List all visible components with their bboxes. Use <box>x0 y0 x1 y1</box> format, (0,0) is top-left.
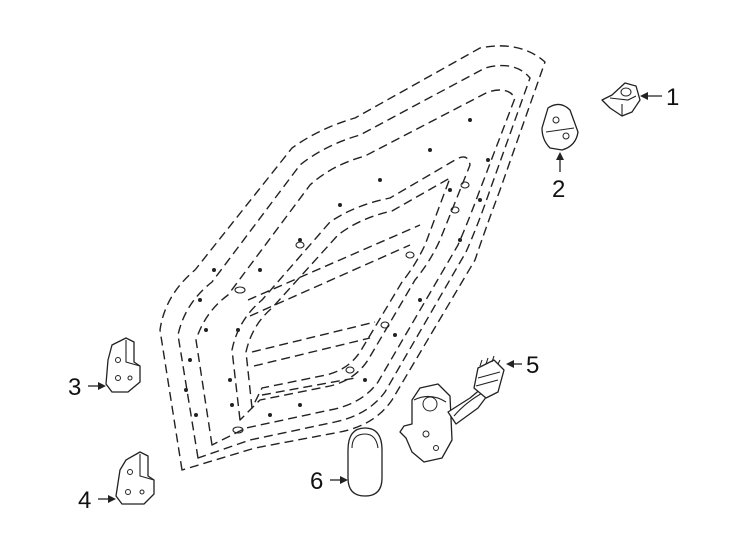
callout-4-arrow <box>98 495 116 503</box>
part-3-upper-hinge <box>105 337 141 393</box>
callout-6-arrow <box>330 476 348 484</box>
callout-6-label: 6 <box>310 468 323 495</box>
callout-3-arrow <box>88 382 106 390</box>
part-2-striker-plate <box>541 103 579 151</box>
callout-2-label: 2 <box>552 176 565 203</box>
callout-4-label: 4 <box>78 487 91 514</box>
door-shell <box>159 45 546 471</box>
callout-5-label: 5 <box>526 352 539 379</box>
callout-5-arrow <box>506 360 522 368</box>
callout-3-label: 3 <box>68 374 81 401</box>
part-1-bracket <box>601 82 641 117</box>
callout-1-label: 1 <box>666 84 679 111</box>
callout-1-arrow <box>640 92 662 100</box>
part-6-seal-plug <box>347 427 383 497</box>
part-5-door-check <box>399 355 505 463</box>
part-4-lower-hinge <box>115 451 155 505</box>
callout-2-arrow <box>556 152 564 172</box>
